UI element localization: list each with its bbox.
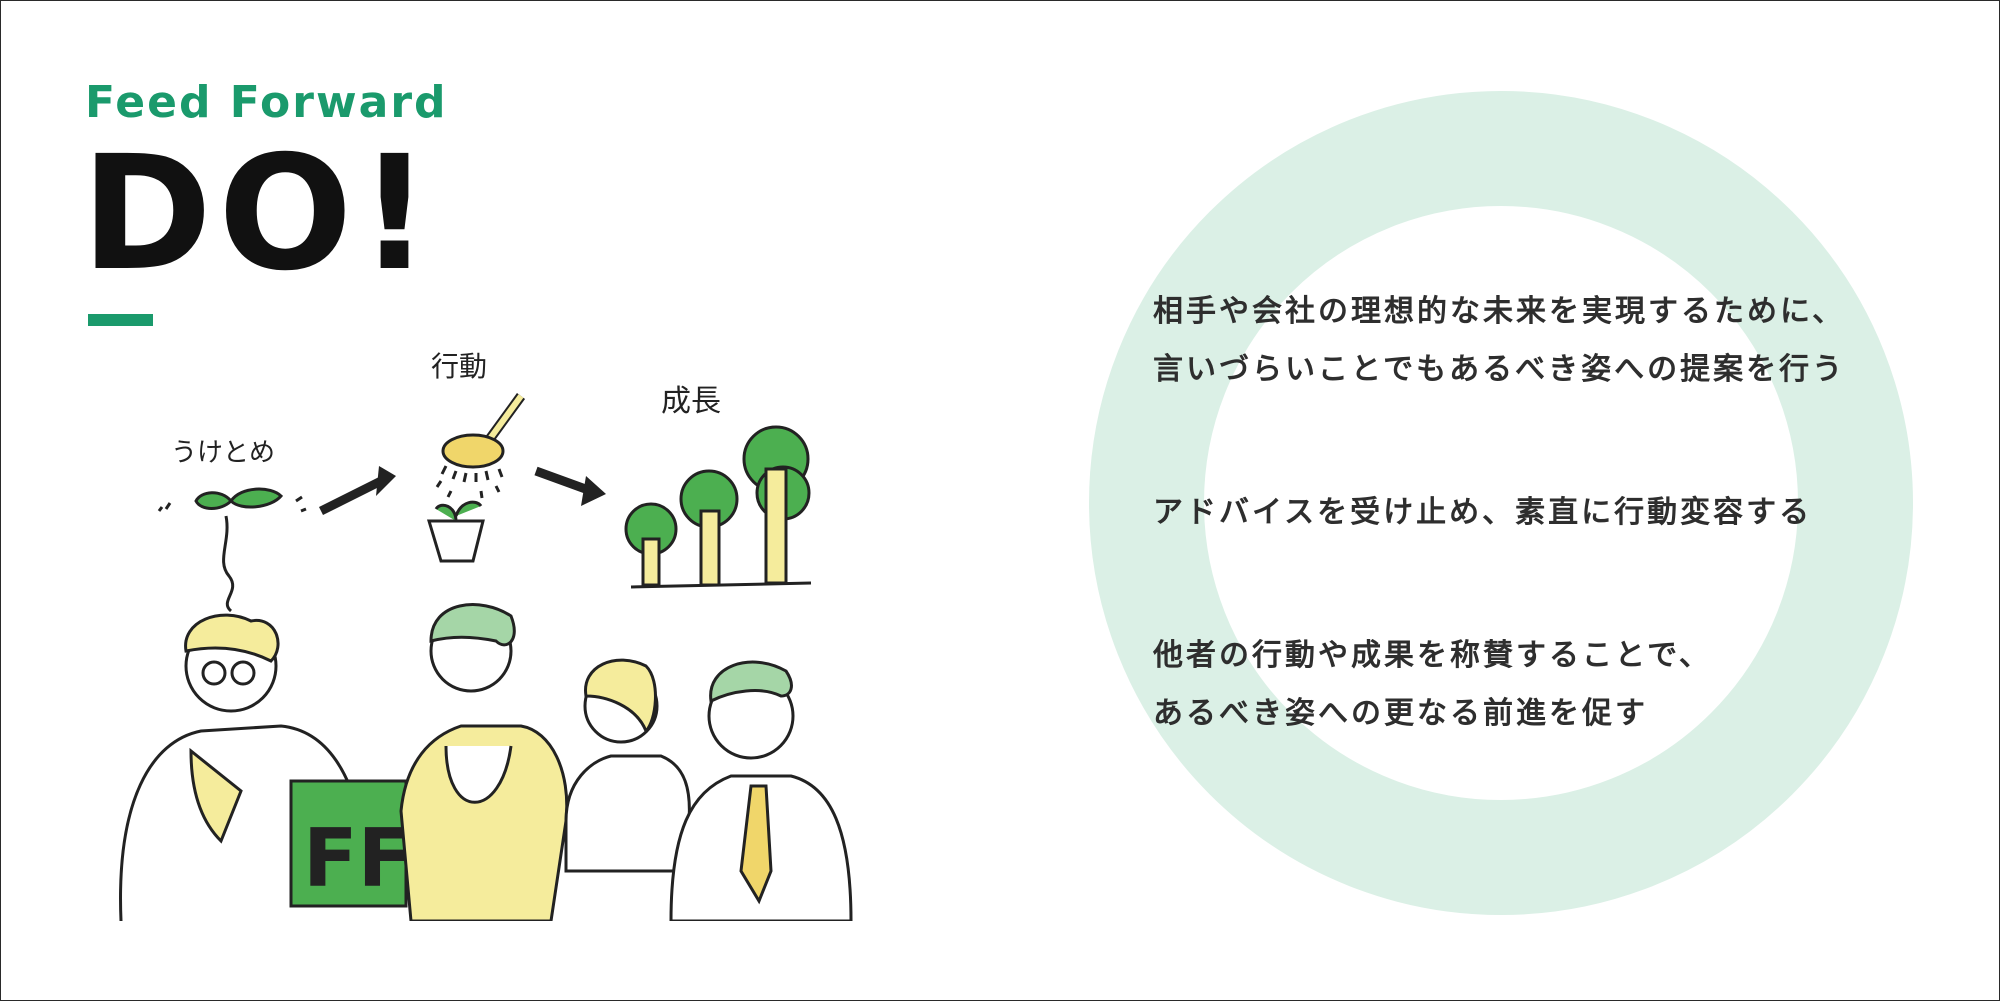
- statement-line: 言いづらいことでもあるべき姿への提案を行う: [1153, 352, 1846, 387]
- feed-forward-illustration: うけとめ 行動 成長: [119, 351, 853, 921]
- arrow-right-icon: [318, 466, 396, 516]
- section-subtitle: Feed Forward: [85, 77, 448, 128]
- statement-list: 相手や会社の理想的な未来を実現するために、 言いづらいことでもあるべき姿への提案…: [1153, 283, 1973, 743]
- statement-line: 他者の行動や成果を称賛することで、: [1153, 638, 1712, 673]
- label-action: 行動: [431, 351, 487, 383]
- statement-line: アドバイスを受け止め、素直に行動変容する: [1153, 495, 1813, 530]
- statement-line: 相手や会社の理想的な未来を実現するために、: [1153, 294, 1846, 329]
- sprout-icon: [157, 487, 307, 613]
- label-receive: うけとめ: [171, 438, 275, 468]
- watering-icon: [426, 393, 526, 563]
- accent-bar: [88, 314, 153, 326]
- page-title: DO!: [81, 122, 437, 306]
- team-people-icon: FF: [119, 603, 853, 921]
- statement-line: あるべき姿への更なる前進を促す: [1153, 696, 1648, 731]
- statement-item: アドバイスを受け止め、素直に行動変容する: [1153, 484, 1973, 542]
- statement-item: 他者の行動や成果を称賛することで、 あるべき姿への更なる前進を促す: [1153, 627, 1973, 743]
- clipboard-ff-label: FF: [303, 812, 412, 905]
- growth-chart-icon: [624, 425, 812, 589]
- statement-item: 相手や会社の理想的な未来を実現するために、 言いづらいことでもあるべき姿への提案…: [1153, 283, 1973, 399]
- arrow-right-icon: [534, 466, 606, 506]
- label-growth: 成長: [661, 384, 721, 419]
